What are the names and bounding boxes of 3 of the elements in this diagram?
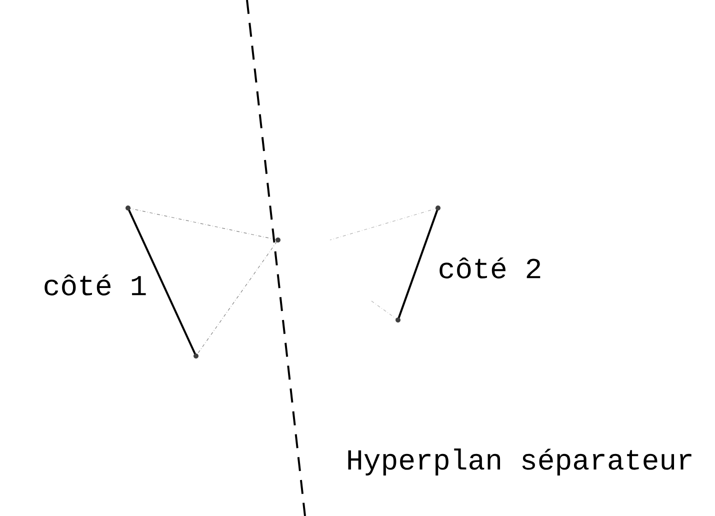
side-label: Hyperplan séparateur	[348, 448, 692, 476]
side-label: côté 2	[440, 258, 540, 278]
side-label: côté 1	[44, 274, 146, 296]
